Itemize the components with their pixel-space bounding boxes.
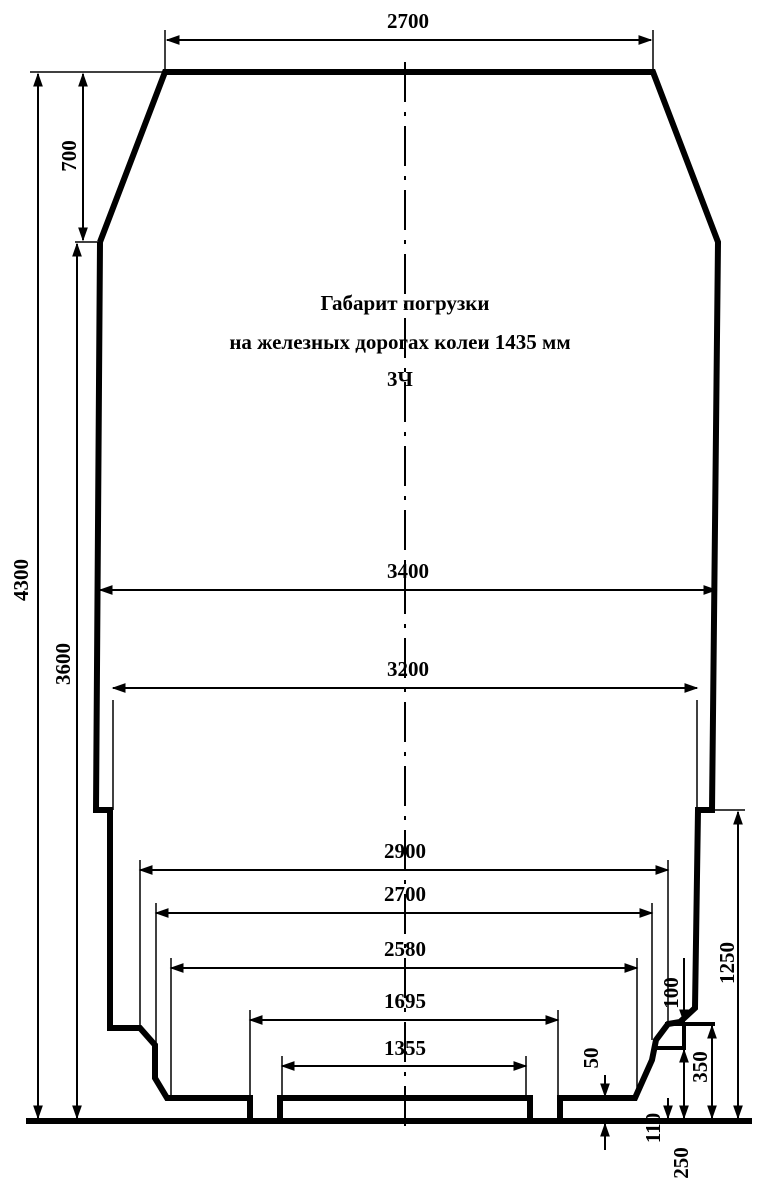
label-3200: 3200 [387, 657, 429, 681]
label-3400: 3400 [387, 559, 429, 583]
horizontal-dimensions [98, 35, 718, 1071]
label-250: 250 [669, 1147, 693, 1179]
gauge-outline-left [92, 241, 253, 1120]
platform-step [656, 1022, 715, 1050]
title-line-2: на железных дорогах колеи 1435 мм [229, 330, 570, 354]
label-2900: 2900 [384, 839, 426, 863]
label-3600: 3600 [51, 643, 75, 685]
label-350: 350 [688, 1051, 712, 1083]
label-1355: 1355 [384, 1036, 426, 1060]
rail-block-center [277, 1095, 533, 1120]
label-100: 100 [659, 977, 683, 1009]
extension-lines [75, 241, 745, 1098]
label-50: 50 [579, 1048, 603, 1069]
title-line-3: 3Ч [387, 367, 414, 391]
title-line-1: Габарит погрузки [320, 291, 489, 315]
label-4300: 4300 [9, 559, 33, 601]
vertical-dimensions [33, 72, 743, 1150]
label-700: 700 [57, 140, 81, 172]
gauge-outline [97, 69, 722, 1120]
label-110: 110 [641, 1113, 665, 1143]
label-2700: 2700 [384, 882, 426, 906]
label-2700-top: 2700 [387, 9, 429, 33]
label-1250: 1250 [715, 942, 739, 984]
label-2580: 2580 [384, 937, 426, 961]
label-1695: 1695 [384, 989, 426, 1013]
